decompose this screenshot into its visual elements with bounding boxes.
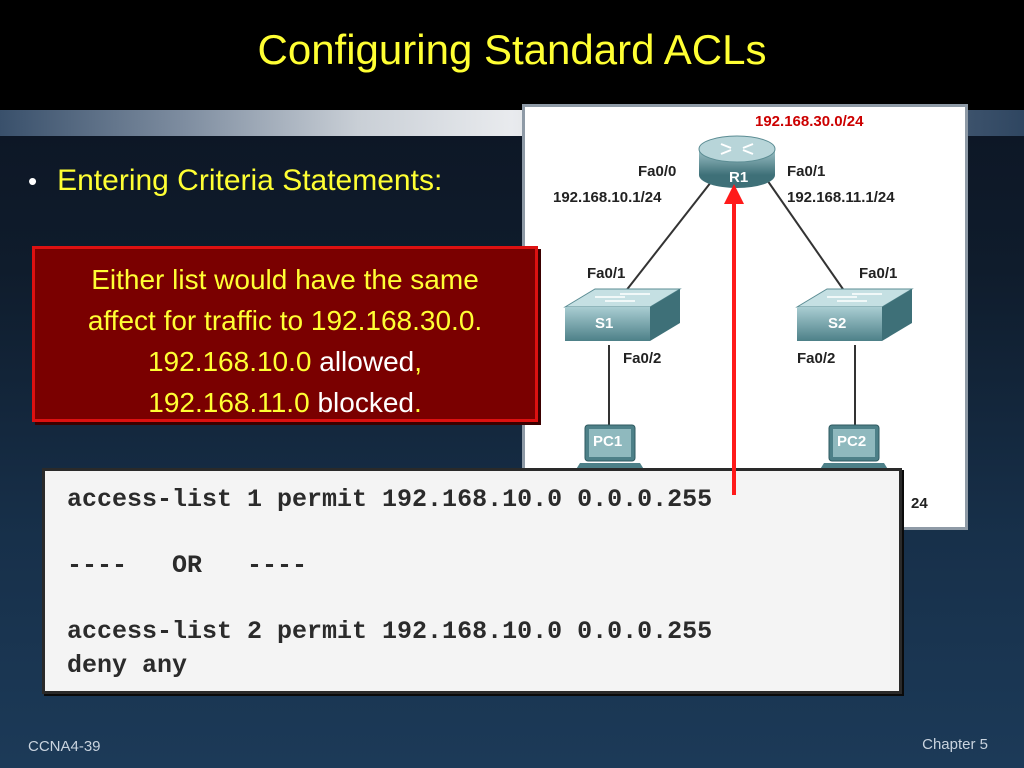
slide-title: Configuring Standard ACLs [257,26,767,73]
callout-line-1: Either list would have the same [91,264,479,295]
s1-up-port: Fa0/1 [587,265,626,282]
link-r1-s1 [624,176,716,293]
allowed-word: allowed [311,346,415,377]
bullet-dot-icon: • [28,165,38,196]
pc1-label: PC1 [593,433,623,450]
router-r1-label: R1 [729,169,749,186]
code-line-3: access-list 2 permit 192.168.10.0 0.0.0.… [67,617,713,646]
code-line-4: deny any [67,651,188,680]
pc1-icon [575,424,645,471]
blocked-period: . [413,387,422,418]
s1-down-port: Fa0/2 [623,350,662,367]
switch-s1-label: S1 [595,315,614,332]
r1-left-port: Fa0/0 [638,163,677,180]
top-network-label: 192.168.30.0/24 [755,113,864,130]
code-line-1: access-list 1 permit 192.168.10.0 0.0.0.… [67,485,713,514]
switch-s1-icon [563,288,682,341]
bullet-text: Entering Criteria Statements: [57,164,443,197]
r1-left-ip: 192.168.10.1/24 [553,189,662,206]
footer-chapter: Chapter 5 [922,736,988,753]
r1-right-ip: 192.168.11.1/24 [787,189,895,206]
allowed-comma: , [414,346,422,377]
callout-line-2: affect for traffic to 192.168.30.0. [87,305,483,336]
callout-box: Either list would have the same affect f… [32,246,538,422]
code-line-2: ---- OR ---- [67,551,308,580]
s2-up-port: Fa0/1 [859,265,898,282]
callout-line-4: 192.168.11.0 blocked. [35,382,535,423]
s2-down-port: Fa0/2 [797,350,836,367]
router-r1-icon [698,135,776,188]
allowed-network: 192.168.10.0 [147,346,312,377]
blocked-word: blocked [309,387,414,418]
r1-right-port: Fa0/1 [787,163,826,180]
link-r1-s2 [764,176,846,293]
switch-s2-label: S2 [828,315,847,332]
network-diagram-drawing [563,135,914,471]
acl-code-box: access-list 1 permit 192.168.10.0 0.0.0.… [42,468,902,694]
network-diagram: 192.168.30.0/24 R1 Fa0/0 192.168.10.1/24… [522,104,968,530]
pc2-label: PC2 [837,433,867,450]
blocked-network: 192.168.11.0 [148,387,310,418]
right-edge-fragment: 24 [911,495,928,512]
footer-slide-number: CCNA4-39 [28,738,101,755]
bullet-item: • Entering Criteria Statements: [28,164,442,198]
switch-s2-icon [795,288,914,341]
title-band [0,0,1024,110]
callout-line-3: 192.168.10.0 allowed, [35,341,535,382]
